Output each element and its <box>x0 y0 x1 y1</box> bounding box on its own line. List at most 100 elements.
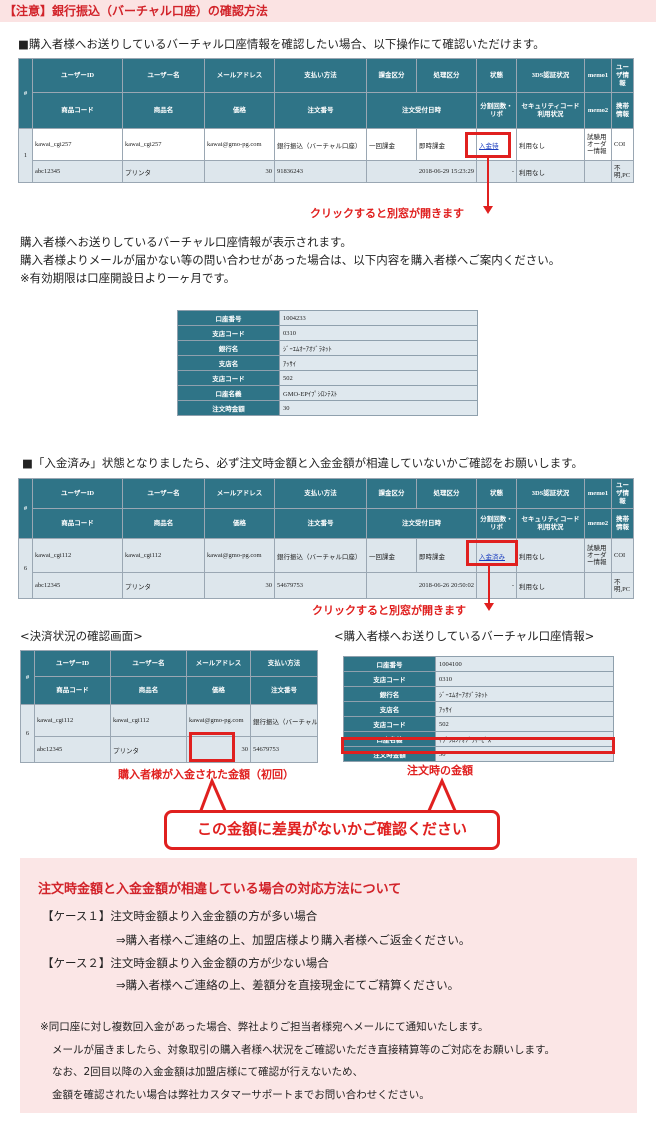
header-installments: 分割回数・リボ <box>476 508 517 539</box>
header-product-code: 商品コード <box>32 92 123 129</box>
cell-memo1: 試験用オーダー情報 <box>584 128 612 161</box>
header-mobile-info: 携帯情報 <box>611 508 634 539</box>
value-account-number: 1004233 <box>279 310 478 326</box>
header-3ds: 3DS認証状況 <box>516 58 585 93</box>
cell-email: kawai@gmo-pg.com <box>204 128 275 161</box>
cell-product-code: abc12345 <box>32 160 123 183</box>
value-bank-name: ｼﾞｰｴﾑｵｰｱｵｿﾞﾗﾈｯﾄ <box>435 686 614 702</box>
cell-payment-method: 銀行振込（バーチャル口座） <box>274 538 367 573</box>
cell-3ds: 利用なし <box>516 128 585 161</box>
value-branch-code: 0310 <box>279 325 478 341</box>
header-user-name: ユーザー名 <box>122 478 205 509</box>
cell-user-info: COI <box>611 128 634 161</box>
arrow-down-icon <box>484 603 494 611</box>
value-order-amount: 30 <box>435 746 614 762</box>
status-table-2: # ユーザーID ユーザー名 メールアドレス 支払い方法 課金区分 処理区分 状… <box>18 478 634 599</box>
header-price: 価格 <box>204 92 275 129</box>
notice-case1: 【ケース１】注文時金額より入金金額の方が多い場合 <box>42 909 318 923</box>
header-user-id: ユーザーID <box>32 478 123 509</box>
header-memo2: memo2 <box>584 92 612 129</box>
header-email: メールアドレス <box>186 650 251 677</box>
value-bank-name: ｼﾞｰｴﾑｵｰｱｵｿﾞﾗﾈｯﾄ <box>279 340 478 356</box>
header-user-id: ユーザーID <box>34 650 111 677</box>
status-link-paid-text[interactable]: 入金済み <box>479 553 505 561</box>
highlight-paid-amount <box>189 732 235 762</box>
status-table-3: # ユーザーID ユーザー名 メールアドレス 支払い方法 商品コード 商品名 価… <box>20 650 318 763</box>
header-product-name: 商品名 <box>110 676 187 705</box>
cell-product-code: abc12345 <box>34 736 111 763</box>
cell-order-date: 2018-06-29 15:23:29 <box>366 160 477 183</box>
header-process-type: 処理区分 <box>416 478 477 509</box>
header-mobile-info: 携帯情報 <box>611 92 634 129</box>
bubble-pointers <box>198 777 458 814</box>
highlight-order-amount <box>341 737 615 754</box>
cell-security-code: 利用なし <box>516 572 585 599</box>
desc-line-2: 購入者様よりメールが届かない等の問い合わせがあった場合は、以下内容を購入者様へご… <box>20 253 561 267</box>
notice-note-3: なお、2回目以降の入金金額は加盟店様にて確認が行えないため、 <box>52 1066 364 1078</box>
header-product-code: 商品コード <box>34 676 111 705</box>
label-order-amount: 注文時金額 <box>177 400 280 416</box>
header-user-info: ユーザ情報 <box>611 478 634 509</box>
header-security-code: セキュリティコード利用状況 <box>516 508 585 539</box>
cell-mobile-info: 不明,PC <box>611 160 634 183</box>
header-process-type: 処理区分 <box>416 58 477 93</box>
label-branch-code-2: 支店コード <box>343 716 436 732</box>
check-difference-bubble: この金額に差異がないかご確認ください <box>164 810 500 850</box>
cell-email: kawai@gmo-pg.com <box>204 538 275 573</box>
desc-line-3: ※有効期限は口座開設日より一ヶ月です。 <box>20 271 236 285</box>
bubble-pointer-left <box>198 777 228 814</box>
cell-payment-method: 銀行振込（バーチャル <box>250 704 318 737</box>
header-index: # <box>20 650 35 705</box>
section1-heading: ■購入者様へお送りしているバーチャル口座情報を確認したい場合、以下操作にて確認い… <box>18 37 545 51</box>
cell-order-number: 54679753 <box>250 736 318 763</box>
label-branch-name: 支店名 <box>343 701 436 717</box>
cell-email: kawai@gmo-pg.com <box>186 704 251 737</box>
status-link-text[interactable]: 入金待 <box>479 142 499 150</box>
highlight-status-1 <box>465 132 511 158</box>
header-order-number: 注文番号 <box>274 92 367 129</box>
value-branch-code-2: 502 <box>279 370 478 386</box>
cell-order-number: 54679753 <box>274 572 367 599</box>
header-charge-type: 課金区分 <box>366 58 417 93</box>
notice-box <box>20 858 637 1113</box>
header-memo1: memo1 <box>584 478 612 509</box>
header-security-code: セキュリティコード利用状況 <box>516 92 585 129</box>
label-account-holder: 口座名義 <box>177 385 280 401</box>
header-index: # <box>18 58 33 129</box>
notice-case2: 【ケース２】注文時金額より入金金額の方が少ない場合 <box>42 956 329 970</box>
callout-click-2: クリックすると別窓が開きます <box>312 604 466 617</box>
cell-user-id: kawai_cgi257 <box>32 128 123 161</box>
label-account-number: 口座番号 <box>343 656 436 672</box>
label-account-number: 口座番号 <box>177 310 280 326</box>
cell-price: 30 <box>204 160 275 183</box>
header-payment-method: 支払い方法 <box>274 58 367 93</box>
cell-memo2 <box>584 160 612 183</box>
header-user-name: ユーザー名 <box>122 58 205 93</box>
header-product-name: 商品名 <box>122 508 205 539</box>
value-account-number: 1004100 <box>435 656 614 672</box>
label-branch-code: 支店コード <box>343 671 436 687</box>
header-status: 状態 <box>476 478 517 509</box>
notice-note-4: 金額を確認されたい場合は弊社カスタマーサポートまでお問い合わせください。 <box>52 1089 430 1101</box>
cell-mobile-info: 不明,PC <box>611 572 634 599</box>
cell-user-name: kawai_cgi257 <box>122 128 205 161</box>
header-email: メールアドレス <box>204 58 275 93</box>
cell-user-name: kawai_cgi112 <box>110 704 187 737</box>
header-memo1: memo1 <box>584 58 612 93</box>
notice-title: 注文時金額と入金金額が相違している場合の対応方法について <box>38 882 402 897</box>
header-payment-method: 支払い方法 <box>274 478 367 509</box>
callout-click-1: クリックすると別窓が開きます <box>310 207 464 220</box>
label-order-amount: 注文時金額 <box>343 746 436 762</box>
value-branch-code: 0310 <box>435 671 614 687</box>
cell-memo1: 試験用オーダー情報 <box>584 538 612 573</box>
row-index: 1 <box>18 128 33 183</box>
notice-note-1: ※同口座に対し複数回入金があった場合、弊社よりご担当者様宛へメールにて通知いたし… <box>40 1021 489 1033</box>
status-table-1: # ユーザーID ユーザー名 メールアドレス 支払い方法 課金区分 処理区分 状… <box>18 58 634 183</box>
highlight-status-2 <box>466 540 518 566</box>
cell-memo2 <box>584 572 612 599</box>
notice-case2-action: ⇒購入者様へご連絡の上、差額分を直接現金にてご精算ください。 <box>116 978 460 992</box>
value-branch-name: ｱｯｻｲ <box>279 355 478 371</box>
header-user-info: ユーザ情報 <box>611 58 634 93</box>
